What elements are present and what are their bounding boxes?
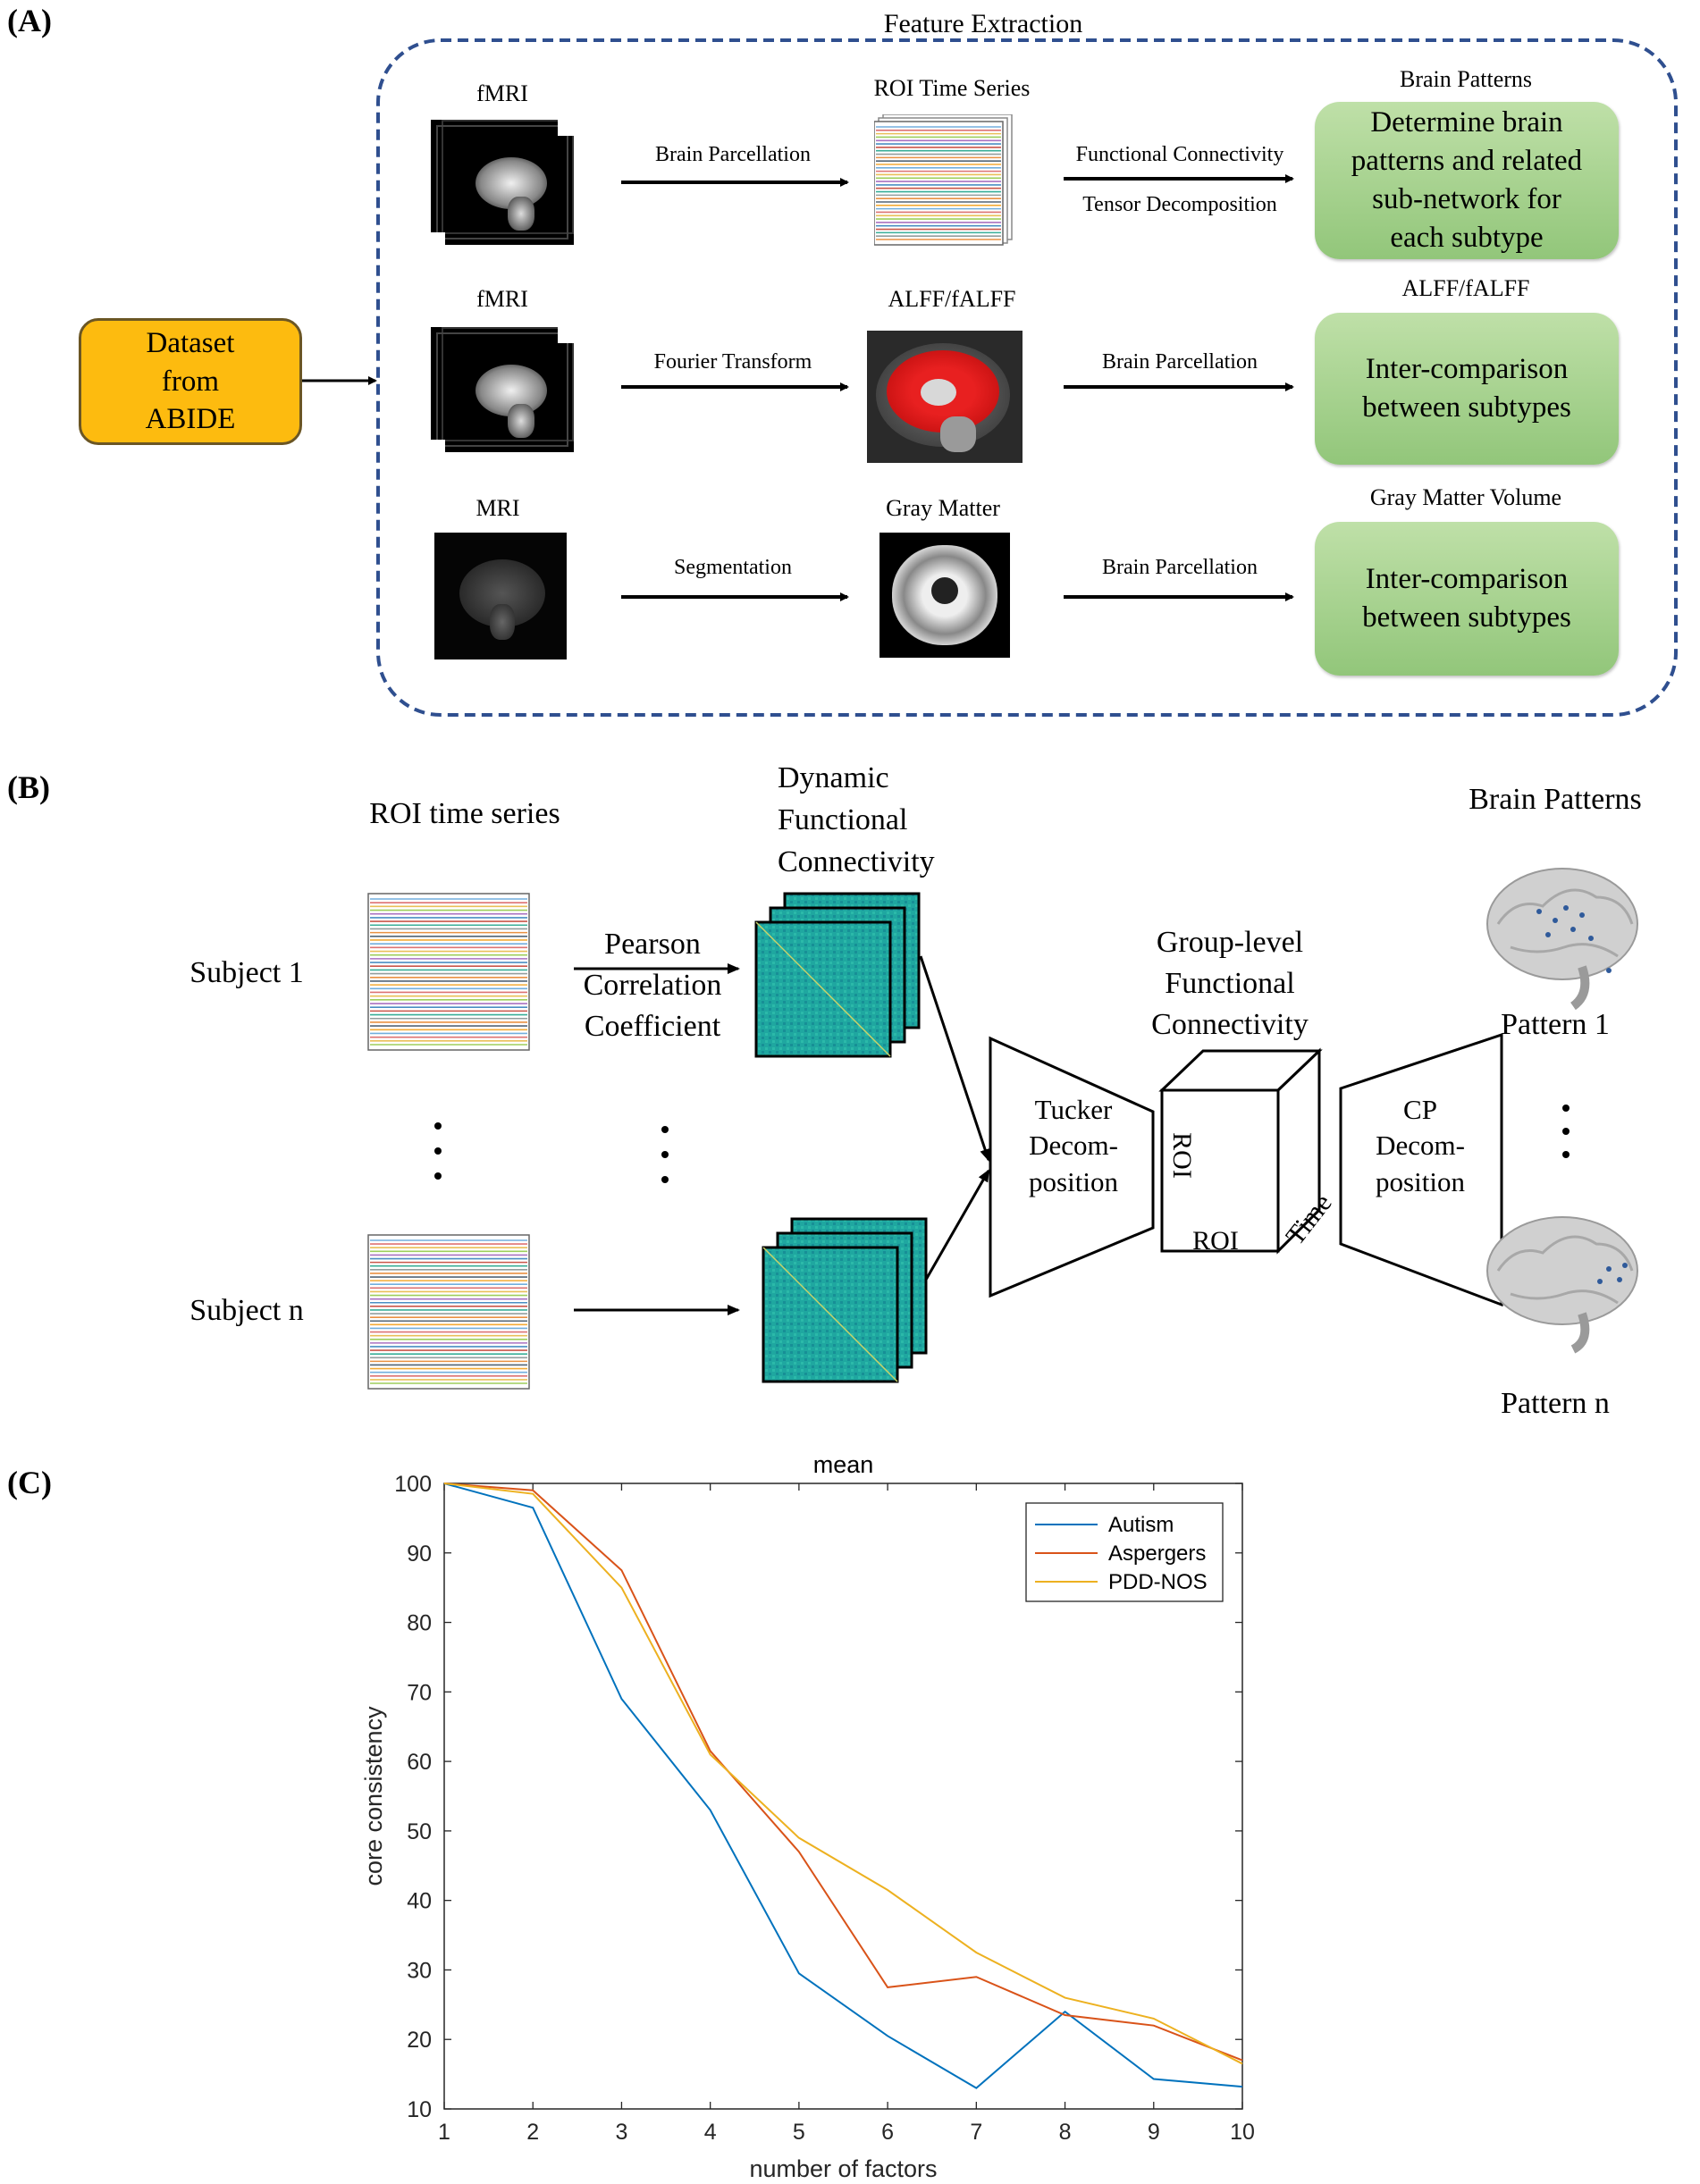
alff-brain-image (867, 331, 1023, 463)
x-tick-label: 3 (615, 2120, 627, 2145)
dfc-stack-subject-n (762, 1217, 928, 1383)
row1-input-label: fMRI (476, 80, 528, 106)
row1-arrow1-label: Brain Parcellation (655, 143, 811, 166)
y-tick-label: 70 (407, 1680, 432, 1705)
row2-arrow1-label: Fourier Transform (653, 350, 812, 374)
row3-output-title: Gray Matter Volume (1369, 484, 1562, 510)
tucker-trapezoid (989, 1036, 1155, 1298)
panel-b-graphics (367, 868, 1638, 1390)
x-tick-label: 6 (881, 2120, 894, 2145)
dfc-to-tucker-arrow-1 (919, 955, 990, 1162)
y-tick-label: 50 (407, 1819, 432, 1844)
pattern-1-label: Pattern 1 (1501, 1008, 1610, 1041)
panel-b-letter: (B) (7, 769, 50, 805)
row2-output-title: ALFF/fALFF (1401, 275, 1530, 301)
vertical-ellipsis-pearson (661, 1126, 669, 1183)
x-axis-label: number of factors (749, 2155, 937, 2182)
roi-series-subject-n (367, 1234, 530, 1390)
cp-trapezoid (1339, 1032, 1503, 1307)
roi-series-subject-1 (367, 893, 530, 1051)
y-tick-label: 20 (407, 2028, 432, 2053)
dfc-to-tucker-arrow-n (924, 1169, 990, 1281)
roi-time-series-title: ROI time series (369, 797, 560, 830)
panel-c-letter: (C) (7, 1465, 52, 1500)
series-line-autism (443, 1483, 1243, 2089)
series-line-pdd-nos (443, 1483, 1243, 2065)
y-tick-label: 80 (407, 1611, 432, 1636)
brain-icon-pattern-1 (1486, 868, 1638, 1011)
x-tick-label: 10 (1230, 2120, 1255, 2145)
group-fc-cube (1158, 1047, 1323, 1255)
x-tick-label: 8 (1059, 2120, 1072, 2145)
y-tick-label: 60 (407, 1750, 432, 1775)
vertical-ellipsis-patterns (1562, 1105, 1570, 1158)
cube-roi-bottom-label: ROI (1192, 1226, 1239, 1256)
x-tick-label: 2 (526, 2120, 539, 2145)
row3-arrow2-label: Brain Parcellation (1102, 556, 1258, 579)
x-tick-label: 7 (970, 2120, 982, 2145)
chart-title: mean (813, 1451, 874, 1478)
y-axis-label: core consistency (360, 1706, 387, 1886)
panel-a-letter: (A) (7, 3, 52, 38)
x-tick-label: 1 (438, 2120, 450, 2145)
y-tick-label: 90 (407, 1541, 432, 1567)
legend-label: Autism (1108, 1513, 1174, 1537)
x-tick-label: 4 (704, 2120, 717, 2145)
row1-mid-label: ROI Time Series (873, 75, 1031, 101)
row3-arrow1-label: Segmentation (674, 556, 792, 579)
feature-extraction-title: Feature Extraction (883, 9, 1083, 38)
series-line-aspergers (443, 1483, 1243, 2062)
fmri-stack-image (431, 120, 574, 245)
legend-label: Aspergers (1108, 1541, 1206, 1566)
dfc-stack-subject-1 (754, 892, 921, 1058)
pattern-n-label: Pattern n (1501, 1387, 1610, 1420)
row1-output-title: Brain Patterns (1399, 66, 1533, 92)
subject-n-label: Subject n (189, 1294, 304, 1327)
x-tick-label: 9 (1148, 2120, 1160, 2145)
feature-extraction-frame (376, 38, 1678, 717)
row3-input-label: MRI (475, 495, 520, 521)
brain-patterns-title: Brain Patterns (1469, 783, 1642, 816)
gray-matter-image (879, 533, 1010, 658)
panel-a-graphics (302, 38, 1678, 717)
fmri-stack-image-2 (431, 327, 574, 452)
x-tick-label: 5 (793, 2120, 805, 2145)
y-tick-label: 40 (407, 1889, 432, 1914)
brain-icon-pattern-n (1486, 1216, 1638, 1354)
row3-mid-label: Gray Matter (886, 495, 1000, 521)
subject-1-label: Subject 1 (189, 956, 304, 989)
y-tick-label: 100 (394, 1472, 432, 1497)
mri-sagittal-image (434, 533, 567, 659)
row1-arrow2-label-bottom: Tensor Decomposition (1082, 193, 1277, 216)
roi-time-series-image (874, 114, 1014, 247)
row2-mid-label: ALFF/fALFF (888, 286, 1016, 312)
row2-input-label: fMRI (476, 286, 528, 312)
y-tick-label: 30 (407, 1958, 432, 1983)
row1-arrow2-label-top: Functional Connectivity (1075, 143, 1284, 166)
y-tick-label: 10 (407, 2097, 432, 2122)
legend-label: PDD-NOS (1108, 1570, 1208, 1594)
row2-arrow2-label: Brain Parcellation (1102, 350, 1258, 374)
vertical-ellipsis-subjects (434, 1122, 442, 1180)
